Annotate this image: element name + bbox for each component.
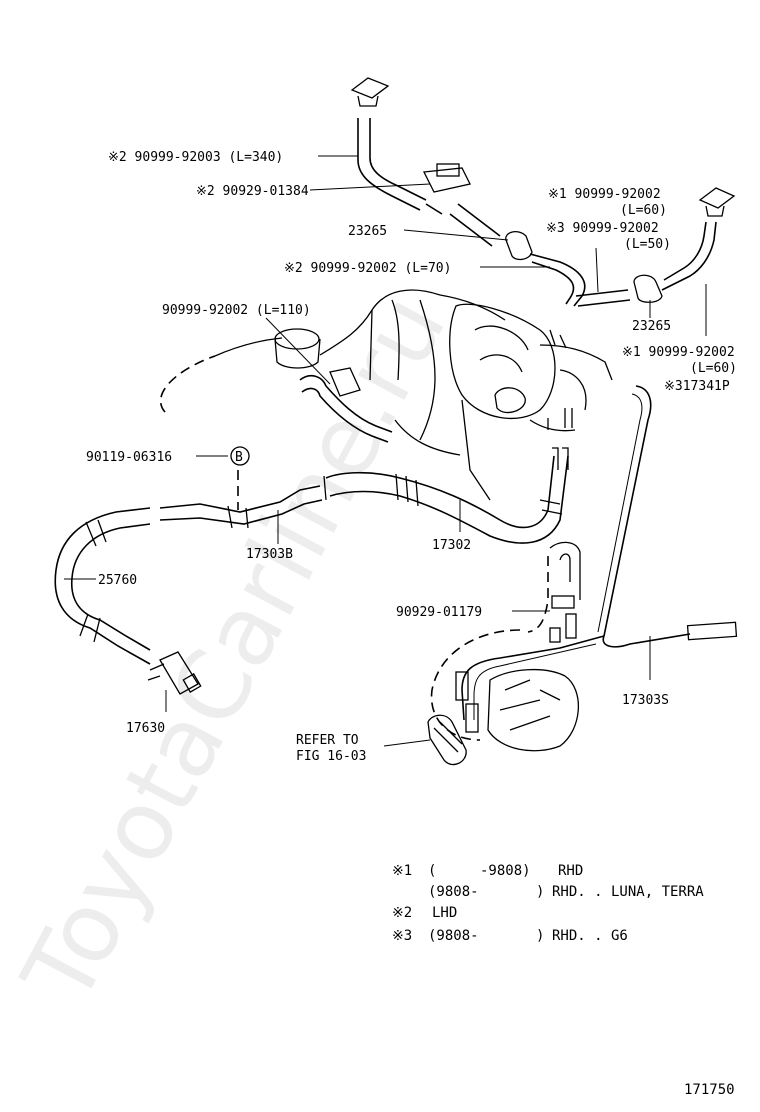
callout-part-317341p: ※317341P xyxy=(664,379,730,394)
note-1b-range: ) xyxy=(536,884,544,900)
callout-hose-17303s: 17303S xyxy=(622,693,669,708)
note-3-mark: ※3 xyxy=(392,928,412,944)
note-3-paren: (9808- xyxy=(428,928,479,944)
callout-hose-l50-b: (L=50) xyxy=(624,237,671,252)
hose-17302 xyxy=(323,447,569,544)
callout-clamp-01384: ※2 90929-01384 xyxy=(196,184,309,199)
pipe-17303b xyxy=(159,470,323,529)
figure-number: 171750 xyxy=(684,1082,735,1098)
callout-hose-l50-a: ※3 90999-92002 xyxy=(546,221,659,236)
engine-outline xyxy=(159,289,613,501)
note-1-text: RHD xyxy=(558,863,583,879)
refer-fig-label: FIG 16-03 xyxy=(296,749,366,764)
callout-hose-l110: 90999-92002 (L=110) xyxy=(162,303,311,318)
refer-to-label: REFER TO xyxy=(296,733,359,748)
callout-vsv-17630: 17630 xyxy=(126,721,165,736)
note-1b-text: RHD. . LUNA, TERRA xyxy=(552,884,704,900)
note-2-text: LHD xyxy=(432,905,457,921)
callout-valve-23265-right: 23265 xyxy=(632,319,671,334)
callout-hose-25760: 25760 xyxy=(98,573,137,588)
callout-hose-l60-top-b: (L=60) xyxy=(620,203,667,218)
callout-hose-l60-top-a: ※1 90999-92002 xyxy=(548,187,661,202)
note-3-range: ) xyxy=(536,928,544,944)
throttle-body xyxy=(427,541,581,766)
badge-b-circle xyxy=(230,446,250,466)
note-3-text: RHD. . G6 xyxy=(552,928,628,944)
callout-clamp-01179: 90929-01179 xyxy=(396,605,482,620)
hose-17303s xyxy=(455,385,738,733)
note-2-mark: ※2 xyxy=(392,905,412,921)
vsv-17630 xyxy=(147,651,202,695)
hose-l110 xyxy=(299,367,393,443)
hose-25760 xyxy=(54,507,151,665)
callout-hose-l340: ※2 90999-92003 (L=340) xyxy=(108,150,283,165)
callout-hose-l60-right-b: (L=60) xyxy=(690,361,737,376)
applicability-notes: ※1 ( -9808) RHD (9808- ) RHD. . LUNA, TE… xyxy=(392,863,704,944)
callout-bolt-06316: 90119-06316 xyxy=(86,450,172,465)
note-1-range: -9808) xyxy=(480,863,531,879)
callout-pipe-17303b: 17303B xyxy=(246,547,293,562)
leader-lines xyxy=(64,155,707,747)
callout-hose-l70: ※2 90999-92002 (L=70) xyxy=(284,261,451,276)
callout-hose-17302: 17302 xyxy=(432,538,471,553)
filler-cap xyxy=(274,328,321,369)
note-1-paren: ( xyxy=(428,863,436,879)
callout-hose-l60-right-a: ※1 90999-92002 xyxy=(622,345,735,360)
callout-valve-23265-top: 23265 xyxy=(348,224,387,239)
note-1-mark: ※1 xyxy=(392,863,412,879)
badge-b: B xyxy=(235,450,243,465)
note-1b-paren: (9808- xyxy=(428,884,479,900)
